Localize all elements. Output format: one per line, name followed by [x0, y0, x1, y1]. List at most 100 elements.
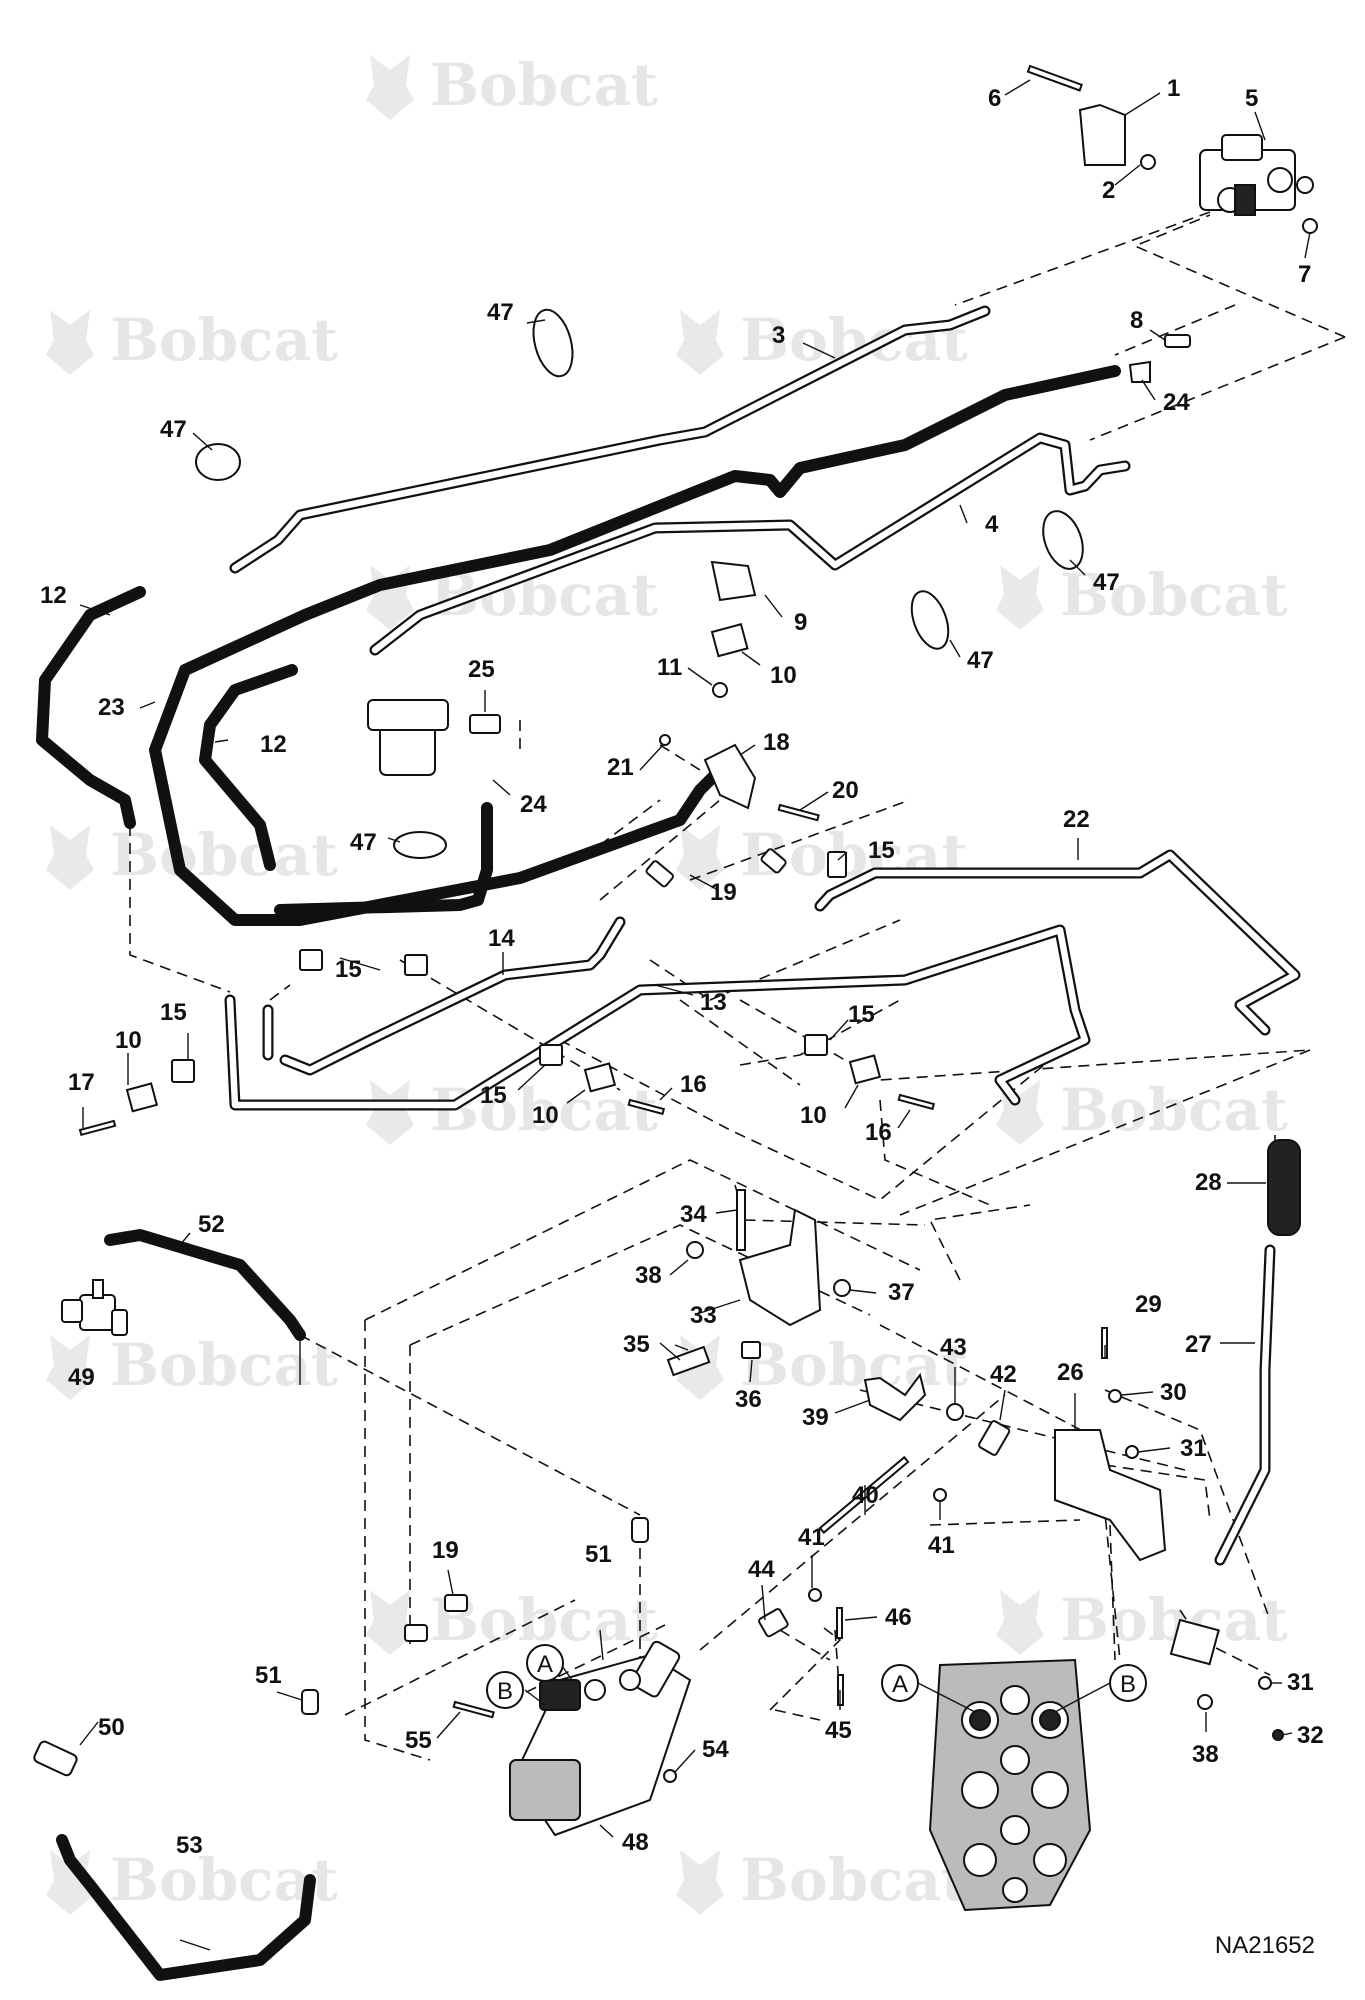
callout-17: 17: [68, 1069, 95, 1096]
callout-44: 44: [748, 1556, 775, 1583]
watermark-text: Bobcat: [430, 1586, 658, 1654]
clip-15d: [171, 1059, 195, 1083]
callout-20: 20: [832, 777, 859, 804]
plate-10c: [583, 1062, 617, 1093]
watermark-logo-icon: [366, 55, 414, 120]
tie-strap-47b: [195, 443, 241, 481]
callout-15d: 15: [480, 1082, 507, 1109]
watermark-logo-icon: [366, 1080, 414, 1145]
watermark-text: Bobcat: [110, 1331, 338, 1399]
detail-ref-b-circle: [486, 1671, 524, 1709]
callout-47a: 47: [487, 299, 514, 326]
callout-15e: 15: [848, 1001, 875, 1028]
watermark-text: Bobcat: [110, 306, 338, 374]
plate-35: [666, 1345, 711, 1377]
callout-19a: 19: [710, 879, 737, 906]
callout-46: 46: [885, 1604, 912, 1631]
filter-25: [367, 699, 501, 776]
callout-14: 14: [488, 925, 515, 952]
fitting-19d: [444, 1594, 468, 1612]
nut-21: [659, 734, 671, 746]
watermark-logo-icon: [46, 1335, 94, 1400]
callout-52: 52: [198, 1211, 225, 1238]
tie-strap-47e: [393, 831, 447, 859]
callout-43: 43: [940, 1334, 967, 1361]
callout-8: 8: [1130, 307, 1143, 334]
nut-41a: [933, 1488, 947, 1502]
leader-lines: [79, 79, 1311, 1951]
callout-4: 4: [985, 511, 999, 538]
callout-33: 33: [690, 1302, 717, 1329]
washer-31b: [1258, 1676, 1272, 1690]
callout-16a: 16: [680, 1071, 707, 1098]
callout-13: 13: [700, 989, 727, 1016]
nut-2: [1140, 154, 1156, 170]
tie-strap-47a: [532, 308, 574, 378]
fitting-19c: [404, 1624, 428, 1642]
callout-49: 49: [68, 1364, 95, 1391]
tee-fitting-49: [61, 1279, 128, 1336]
watermark-text: Bobcat: [430, 51, 658, 119]
callout-30: 30: [1160, 1379, 1187, 1406]
bolt-6: [1026, 64, 1083, 92]
bolt-34: [736, 1189, 746, 1251]
detail-ref-a: A: [537, 1651, 553, 1678]
elbow-51b: [301, 1689, 319, 1715]
detail-view-ref-b: B: [1120, 1671, 1136, 1698]
clamp-24a: [1128, 360, 1151, 383]
callout-19b: 19: [432, 1537, 459, 1564]
watermark-text: Bobcat: [1060, 1076, 1288, 1144]
callout-38b: 38: [1192, 1741, 1219, 1768]
detail-ref-a-circle: [526, 1644, 564, 1682]
callout-55: 55: [405, 1727, 432, 1754]
bracket-18: [703, 743, 757, 810]
callout-10a: 10: [770, 662, 797, 689]
callout-27: 27: [1185, 1331, 1212, 1358]
components: [33, 64, 1318, 1912]
bolt-29: [1101, 1327, 1108, 1359]
watermark-logo-icon: [46, 825, 94, 890]
plate-10a: [710, 623, 749, 658]
plate-10b: [125, 1082, 159, 1113]
watermark-logo-icon: [996, 565, 1044, 630]
callout-34: 34: [680, 1201, 707, 1228]
callout-53: 53: [176, 1832, 203, 1859]
bracket-1: [1078, 103, 1126, 166]
watermark-text: Bobcat: [740, 1846, 968, 1914]
callout-38a: 38: [635, 1262, 662, 1289]
callout-6: 6: [988, 85, 1001, 112]
callout-54: 54: [702, 1736, 729, 1763]
callout-24b: 24: [520, 791, 547, 818]
callout-11: 11: [657, 654, 682, 681]
watermark-text: Bobcat: [110, 1846, 338, 1914]
spacer-30: [1108, 1389, 1122, 1403]
callout-47b: 47: [160, 416, 187, 443]
watermark-text: Bobcat: [1060, 561, 1288, 629]
callout-15b: 15: [335, 956, 362, 983]
callout-26: 26: [1057, 1359, 1084, 1386]
callout-22: 22: [1063, 806, 1090, 833]
callout-31a: 31: [1180, 1435, 1207, 1462]
pin-46: [836, 1607, 843, 1639]
detail-view-ref-a-circle: [881, 1664, 919, 1702]
clamp-9: [710, 560, 757, 602]
callout-50: 50: [98, 1714, 125, 1741]
watermark-text: Bobcat: [430, 1076, 658, 1144]
callout-51a: 51: [585, 1541, 612, 1568]
washer-31a: [1125, 1445, 1139, 1459]
watermark-text: Bobcat: [740, 1331, 968, 1399]
callout-47e: 47: [350, 829, 377, 856]
clip-36: [741, 1341, 761, 1359]
callout-16b: 16: [865, 1119, 892, 1146]
detail-ref-b: B: [497, 1678, 513, 1705]
callout-40: 40: [852, 1482, 879, 1509]
fitting-8: [1164, 334, 1191, 348]
assembly-guide-lines: [129, 211, 1346, 1761]
callout-35: 35: [623, 1331, 650, 1358]
watermark-logo-icon: [676, 310, 724, 375]
detail-refs: A B A B: [486, 1644, 1147, 1709]
callout-15a: 15: [868, 837, 895, 864]
callout-39: 39: [802, 1404, 829, 1431]
nut-54: [663, 1769, 677, 1783]
